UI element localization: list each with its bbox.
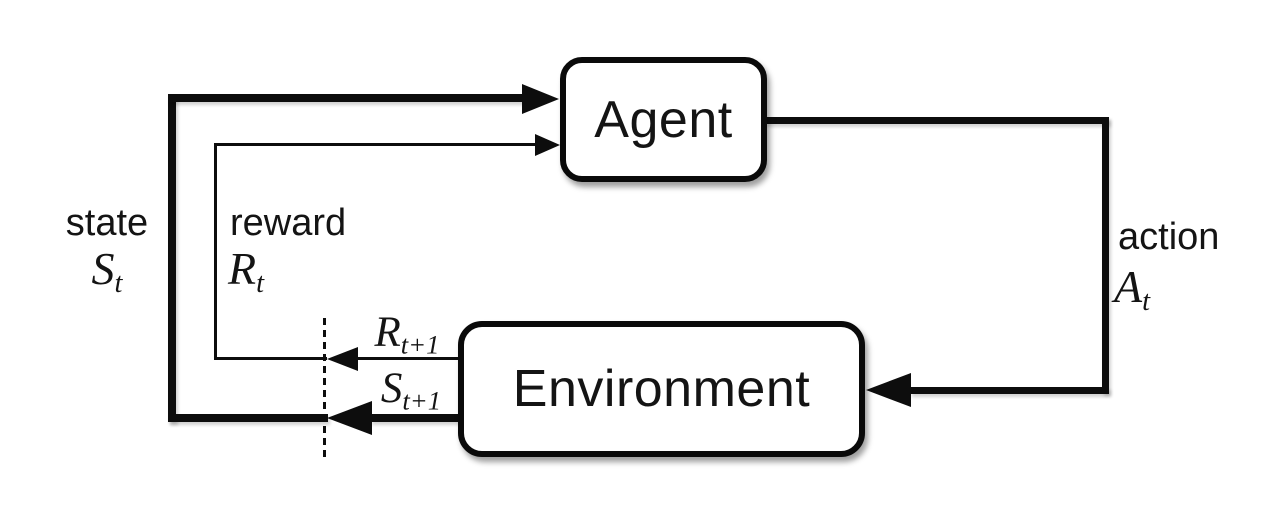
next-state-symbol-subscript: t+1	[402, 385, 442, 416]
reward-word-label: reward	[230, 202, 347, 244]
state-symbol-letter: S	[91, 243, 115, 294]
reward-symbol-subscript: t	[256, 267, 265, 299]
next-state-symbol-label: St+1	[352, 364, 470, 416]
state-line-vertical	[168, 94, 176, 422]
next-state-symbol-letter: S	[380, 365, 403, 412]
state-arrowhead-into-agent-icon	[522, 84, 559, 114]
action-line-bottom-horizontal	[910, 387, 1109, 394]
reward-arrowhead-into-agent-icon	[535, 134, 560, 156]
reward-symbol-label: Rt	[228, 242, 264, 298]
environment-node-label: Environment	[512, 360, 811, 418]
action-symbol-label: At	[1114, 260, 1150, 316]
state-line-bottom-horizontal	[168, 414, 328, 422]
reward-line-bottom-horizontal	[214, 357, 327, 360]
state-word-label: state	[65, 202, 149, 244]
next-state-arrowhead-icon	[327, 401, 372, 435]
action-arrowhead-into-environment-icon	[866, 373, 911, 407]
next-reward-arrowhead-icon	[327, 347, 358, 371]
state-symbol-subscript: t	[114, 267, 123, 299]
next-reward-line	[357, 357, 461, 360]
reward-symbol-letter: R	[228, 243, 257, 294]
action-line-vertical	[1102, 117, 1109, 393]
action-symbol-letter: A	[1114, 261, 1143, 312]
time-boundary-dashed-line	[323, 318, 326, 461]
agent-node-label: Agent	[594, 90, 733, 149]
state-symbol-label: St	[40, 242, 174, 298]
environment-node: Environment	[458, 321, 865, 457]
next-reward-symbol-letter: R	[374, 309, 401, 356]
action-symbol-subscript: t	[1142, 285, 1151, 317]
agent-node: Agent	[560, 57, 767, 182]
action-word-label: action	[1118, 216, 1220, 258]
state-line-top-horizontal	[168, 94, 524, 102]
reward-line-top-horizontal	[214, 143, 536, 146]
action-line-top-horizontal	[765, 117, 1109, 124]
next-reward-symbol-label: Rt+1	[348, 308, 466, 360]
next-reward-symbol-subscript: t+1	[400, 329, 440, 360]
next-state-line	[370, 414, 461, 422]
reward-line-vertical	[214, 143, 217, 360]
